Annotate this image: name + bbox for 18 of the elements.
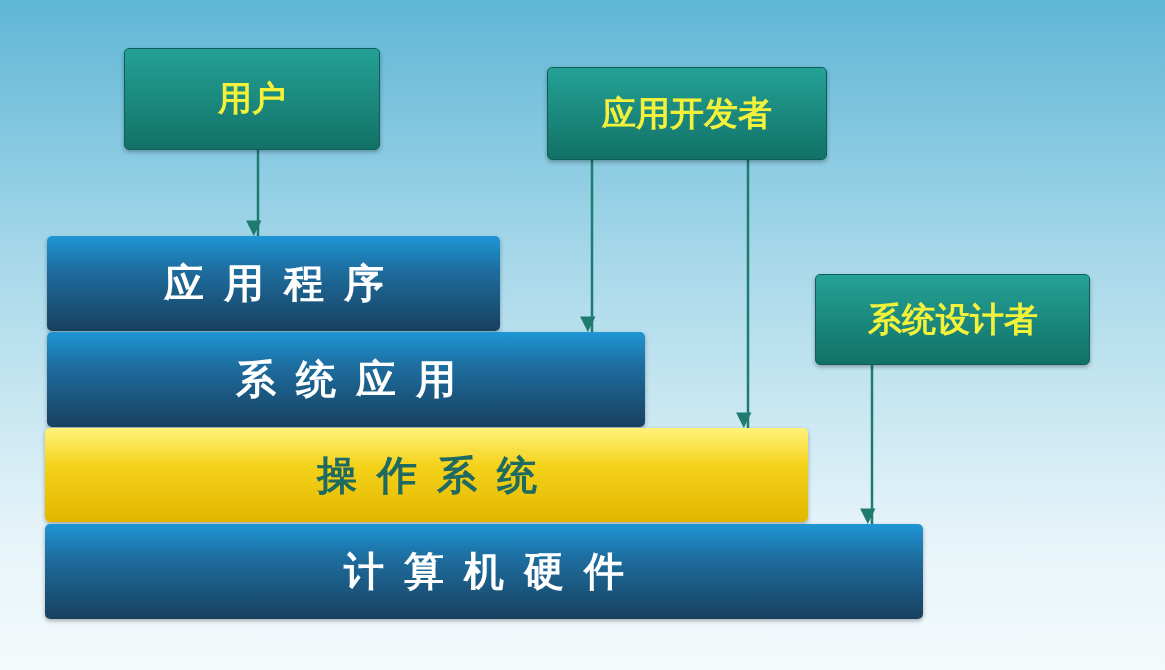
arrow xyxy=(580,160,596,332)
box-label: 计算机硬件 xyxy=(344,547,644,596)
layer-bar xyxy=(47,236,500,331)
box-label: 系统设计者 xyxy=(867,297,1038,341)
arrow xyxy=(246,150,262,236)
role-box xyxy=(124,48,380,150)
arrow xyxy=(860,365,876,524)
highlighted-layer-bar xyxy=(45,428,808,522)
box-label: 操作系统 xyxy=(316,450,557,500)
arrow xyxy=(736,160,752,428)
role-box xyxy=(547,67,827,160)
box-label: 应用开发者 xyxy=(602,91,772,135)
box-label: 系统应用 xyxy=(236,355,476,404)
layer-bar xyxy=(47,332,645,427)
layer-bar xyxy=(45,524,923,619)
box-label: 用户 xyxy=(218,77,286,120)
box-label: 应用程序 xyxy=(163,259,404,308)
role-box xyxy=(815,274,1090,365)
